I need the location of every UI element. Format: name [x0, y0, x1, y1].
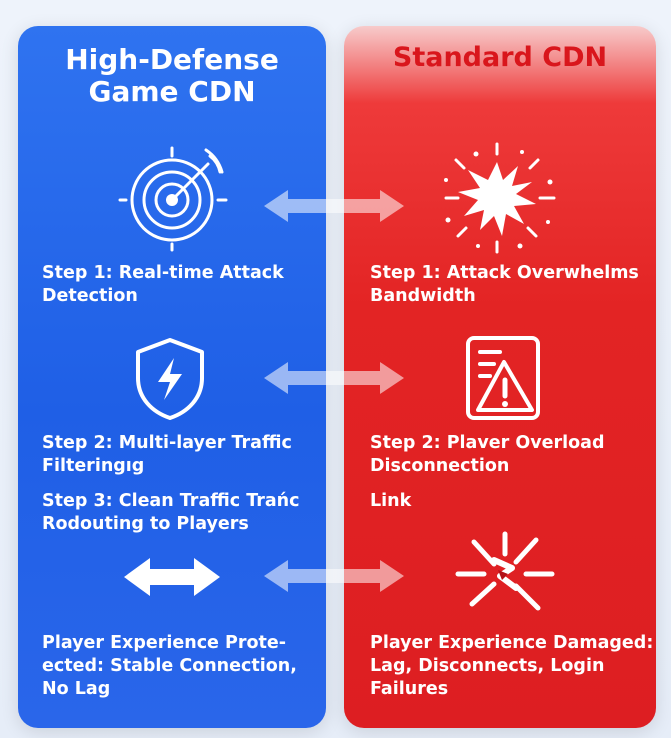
left-step-3-line1: Step 3: Clean Traffic Trańc — [42, 491, 300, 511]
broken-link-icon — [455, 531, 555, 611]
standard-cdn-title: Standard CDN — [392, 42, 608, 73]
right-outcome-line2: Lag, Disconnects, Login — [370, 656, 605, 676]
left-step-3: Step 3: Clean Traffic Trańc Rodouting to… — [42, 490, 324, 536]
high-defense-title: High-Defense Game CDN — [18, 44, 326, 108]
right-outcome: Player Experience Damaged: Lag, Disconne… — [370, 632, 660, 701]
comparison-arrow-3 — [264, 560, 404, 592]
high-defense-title-line2: Game CDN — [88, 75, 256, 108]
right-step-2-line1: Step 2: Plaver Overload — [370, 433, 605, 453]
right-outcome-line1: Player Experience Damaged: — [370, 633, 654, 653]
right-step-3: Link — [370, 490, 660, 513]
right-step-1: Step 1: Attack Overwhelms Bandwidth — [370, 262, 660, 308]
left-outcome-line1: Player Experience Prote- — [42, 633, 287, 653]
left-step-3-line2: Rodouting to Players — [42, 514, 249, 534]
warning-chart-icon — [466, 336, 540, 420]
left-step-1-line1: Step 1: Real-time Attack — [42, 263, 284, 283]
left-step-1-line2: Detection — [42, 286, 138, 306]
right-outcome-line3: Failures — [370, 679, 449, 699]
right-step-1-line1: Step 1: Attack Overwhelms — [370, 263, 639, 283]
left-step-2-line2: Filteringıg — [42, 456, 145, 476]
left-outcome: Player Experience Prote- ected: Stable C… — [42, 632, 324, 701]
left-outcome-line2: ected: Stable Connection, — [42, 656, 297, 676]
left-step-2-line1: Step 2: Multi-layer Traffic — [42, 433, 292, 453]
right-step-2-line2: Disconnection — [370, 456, 510, 476]
right-step-2: Step 2: Plaver Overload Disconnection — [370, 432, 660, 478]
explosion-icon — [444, 142, 556, 254]
comparison-arrow-1 — [264, 190, 404, 222]
comparison-arrow-2 — [264, 362, 404, 394]
right-step-3-line1: Link — [370, 491, 412, 511]
left-outcome-line3: No Lag — [42, 679, 111, 699]
high-defense-title-line1: High-Defense — [65, 43, 279, 76]
double-arrow-icon — [124, 558, 220, 596]
right-step-1-line2: Bandwidth — [370, 286, 476, 306]
left-step-1: Step 1: Real-time Attack Detection — [42, 262, 324, 308]
radar-target-icon — [118, 146, 228, 252]
shield-bolt-icon — [136, 338, 204, 420]
left-step-2: Step 2: Multi-layer Traffic Filteringıg — [42, 432, 324, 478]
